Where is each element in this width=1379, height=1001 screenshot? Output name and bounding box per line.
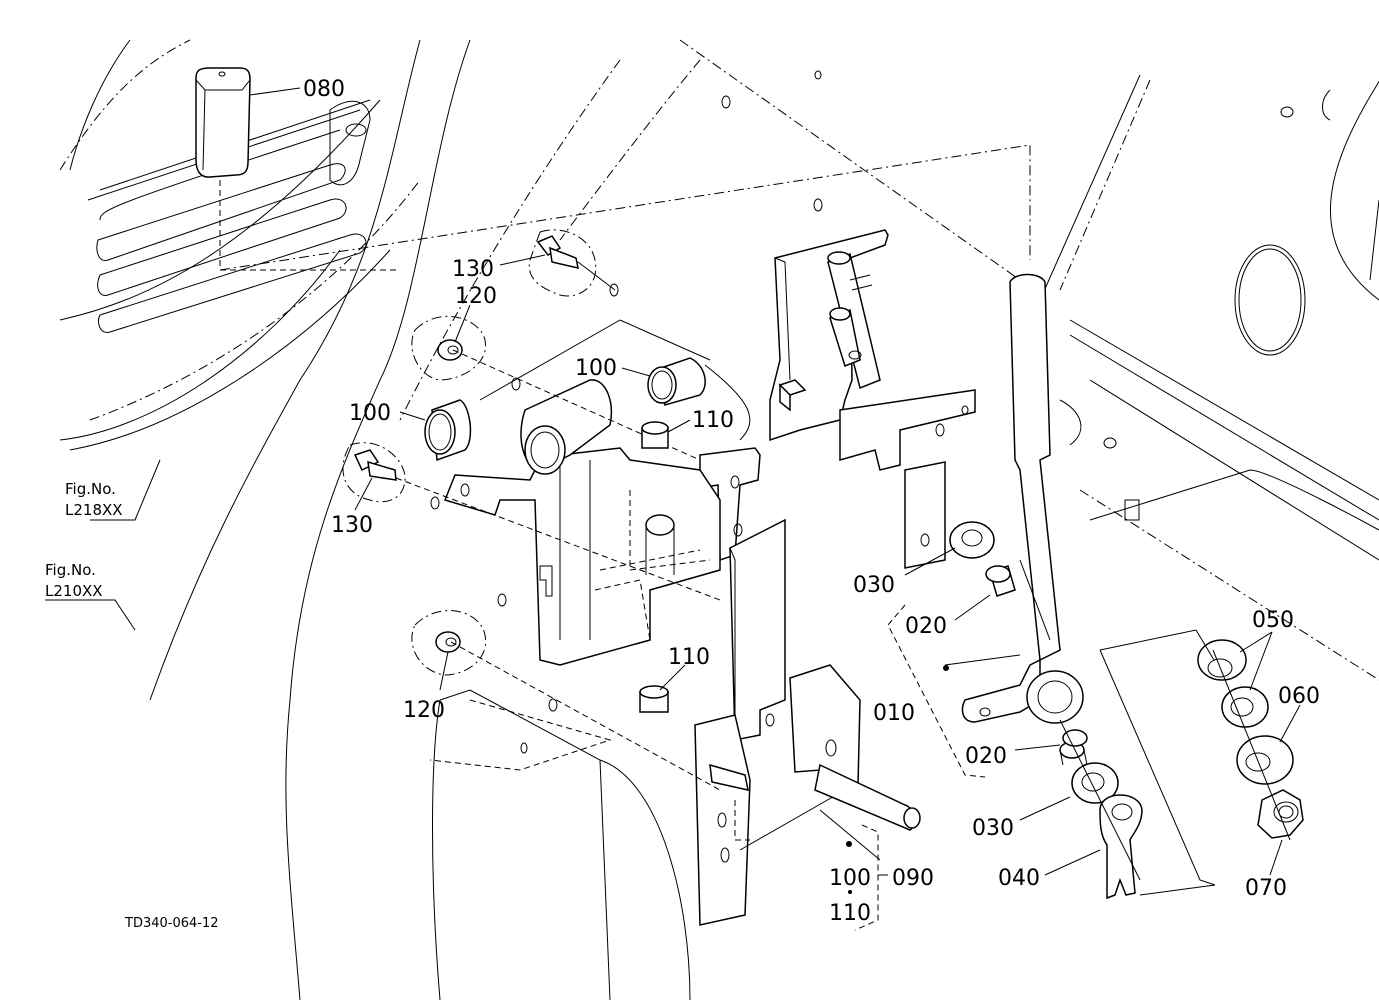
callout-110-bottom: 110 xyxy=(829,901,871,926)
fig-ref-code-2: L210XX xyxy=(45,582,103,600)
callout-130-lower: 130 xyxy=(331,513,373,538)
hardware-stack xyxy=(949,521,1304,900)
drawing-code: TD340-064-12 xyxy=(124,916,219,931)
callout-030-upper: 030 xyxy=(853,573,895,598)
callout-labels: 080 130 120 100 100 110 130 110 120 030 … xyxy=(303,77,1320,926)
callout-120-lower: 120 xyxy=(403,698,445,723)
figure-references: Fig.No. L218XX Fig.No. L210XX xyxy=(45,480,123,600)
callout-100-bottom: 100 xyxy=(829,866,871,891)
part-090-pivot-bracket xyxy=(694,664,921,926)
fig-ref-label-1: Fig.No. xyxy=(65,480,116,498)
left-fasteners xyxy=(342,229,721,791)
fig-ref-code-1: L218XX xyxy=(65,501,123,519)
mount-holes xyxy=(430,70,823,754)
leader-lines xyxy=(45,87,1301,931)
callout-030-lower: 030 xyxy=(972,816,1014,841)
callout-050: 050 xyxy=(1252,608,1294,633)
callout-090: 090 xyxy=(892,866,934,891)
main-bracket xyxy=(443,229,976,741)
callout-070: 070 xyxy=(1245,876,1287,901)
callout-010: 010 xyxy=(873,701,915,726)
callout-100-left: 100 xyxy=(349,401,391,426)
part-080-knob xyxy=(195,67,251,178)
callout-080: 080 xyxy=(303,77,345,102)
part-010-lever xyxy=(961,273,1084,724)
callout-020-upper: 020 xyxy=(905,614,947,639)
callout-120-upper: 120 xyxy=(455,284,497,309)
callout-110-upper: 110 xyxy=(692,408,734,433)
callout-040: 040 xyxy=(998,866,1040,891)
callout-110-lower: 110 xyxy=(668,645,710,670)
background-cab-panel xyxy=(59,39,1031,1001)
callout-130-upper: 130 xyxy=(452,257,494,282)
callout-060: 060 xyxy=(1278,684,1320,709)
fig-ref-label-2: Fig.No. xyxy=(45,561,96,579)
background-floor-panel xyxy=(1039,74,1379,681)
callout-020-lower: 020 xyxy=(965,744,1007,769)
callout-100-right: 100 xyxy=(575,356,617,381)
